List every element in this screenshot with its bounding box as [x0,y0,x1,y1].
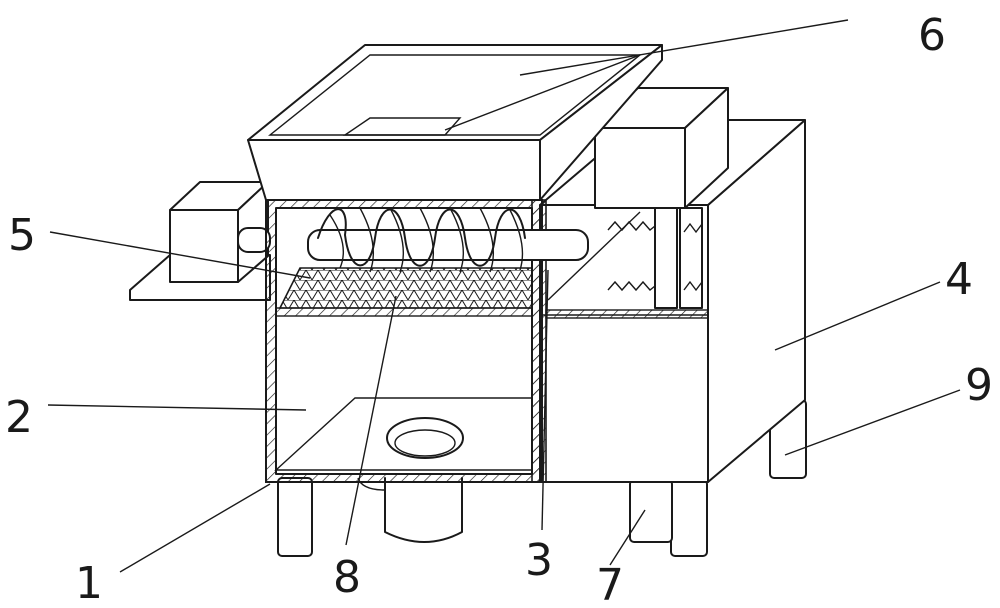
side-motor [129,181,271,301]
crusher-rollers [547,207,703,309]
leader-lines [47,19,961,573]
label-2: 2 [5,392,33,443]
label-6: 6 [918,10,946,61]
mesh-screen [278,267,533,309]
screw-conveyor [307,207,589,273]
legs [277,399,807,557]
label-7: 7 [596,560,624,608]
label-1: 1 [75,558,103,608]
label-8: 8 [333,552,361,603]
label-4: 4 [945,254,973,305]
label-5: 5 [8,210,36,261]
part-labels: 6 5 4 9 2 1 8 3 7 [5,10,993,608]
label-3: 3 [525,535,553,586]
outlet-pipe [357,477,463,543]
label-9: 9 [965,360,993,411]
